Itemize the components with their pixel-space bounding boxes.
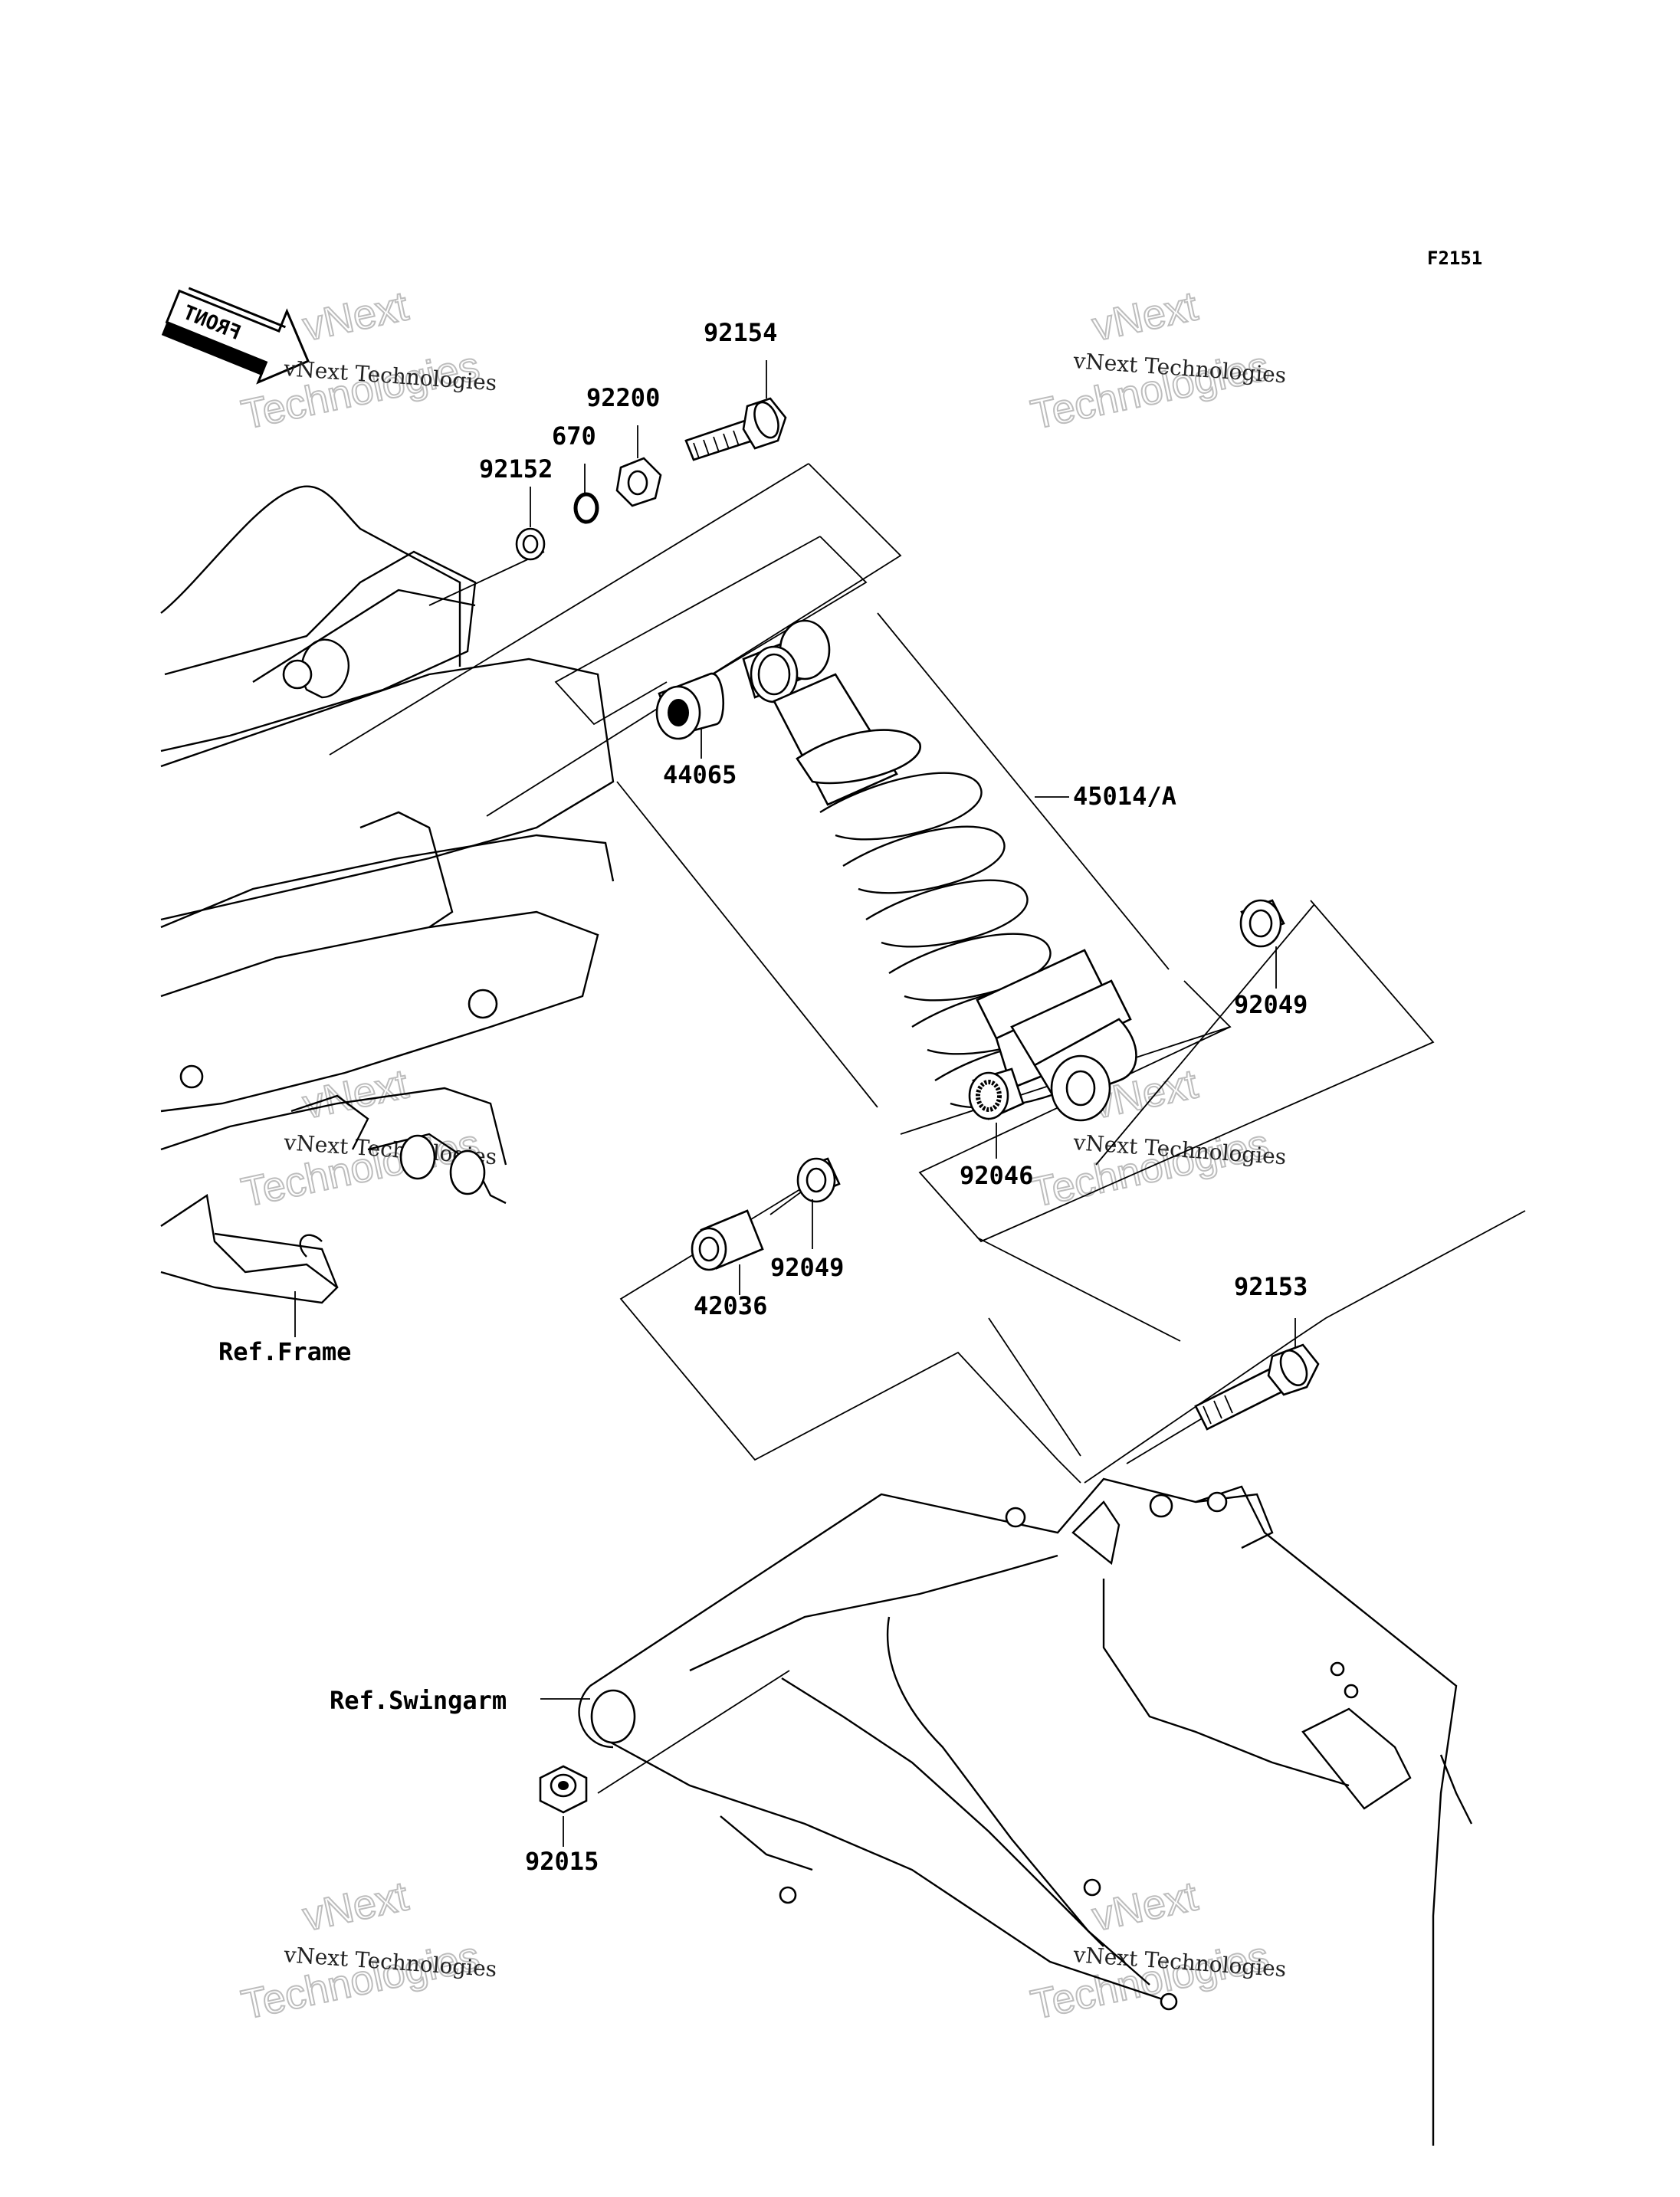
circlip-670[interactable] [573,492,599,524]
part-label-92049-upper[interactable]: 92049 [1234,990,1308,1019]
ref-label-swingarm[interactable]: Ref.Swingarm [330,1686,507,1715]
collar-92152[interactable] [515,527,546,561]
watermark-mid-left: vNext Technologies vNext Technologies [237,1060,497,1216]
part-label-92154[interactable]: 92154 [704,318,777,347]
shock-absorber-45014[interactable] [742,619,1137,1122]
bolt-92154[interactable] [684,397,787,461]
part-label-92049-lower[interactable]: 92049 [770,1253,844,1282]
assembly-leader-lines [329,463,1526,1794]
figure-id: F2151 [1427,248,1482,269]
watermark-big-top: vNext [1088,1873,1202,1940]
oil-seal-92049-upper[interactable] [1239,899,1285,948]
watermark-top-right: vNext Technologies vNext Technologies [1026,282,1287,438]
watermark-big-top: vNext [299,283,412,349]
part-label-92046[interactable]: 92046 [960,1161,1033,1190]
part-label-92152[interactable]: 92152 [479,454,553,484]
watermark-big-top: vNext [1088,283,1202,349]
washer-92200[interactable] [615,457,662,507]
part-label-42036[interactable]: 42036 [694,1291,767,1320]
watermark-big-top: vNext [299,1873,412,1940]
bushing-44065[interactable] [655,672,724,740]
part-label-670[interactable]: 670 [552,421,596,451]
label-leaders [294,360,1296,1847]
watermark-bottom-right: vNext Technologies vNext Technologies [1026,1872,1287,2028]
collar-42036[interactable] [691,1209,764,1271]
part-label-92200[interactable]: 92200 [586,383,660,412]
part-label-92015[interactable]: 92015 [525,1847,599,1876]
needle-bearing-92046[interactable] [968,1067,1025,1120]
part-label-92153[interactable]: 92153 [1234,1272,1308,1301]
watermark-bottom-left: vNext Technologies vNext Technologies [237,1872,497,2028]
part-label-45014a[interactable]: 45014/A [1073,782,1176,811]
part-label-44065[interactable]: 44065 [663,760,737,789]
bolt-92153[interactable] [1194,1343,1320,1431]
frame-drawing [160,485,615,1304]
nut-92015[interactable] [539,1765,588,1814]
swingarm-drawing [578,1477,1473,2146]
ref-label-frame[interactable]: Ref.Frame [218,1337,351,1366]
oil-seal-92049-lower[interactable] [796,1157,841,1203]
